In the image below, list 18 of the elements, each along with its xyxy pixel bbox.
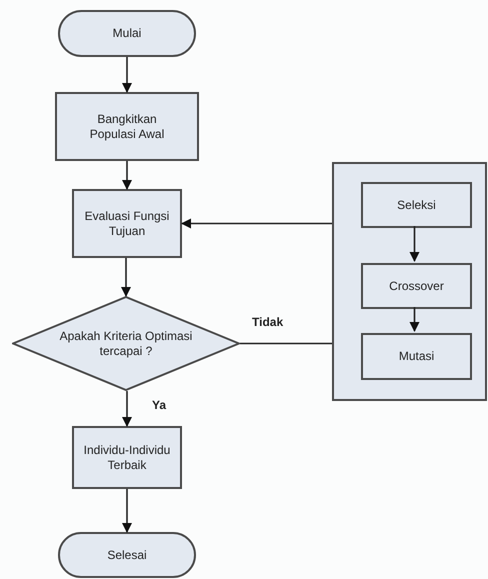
arrow bbox=[122, 161, 132, 190]
arrow bbox=[410, 307, 420, 332]
process-box: Mutasi bbox=[361, 333, 472, 380]
process-box: Bangkitkan Populasi Awal bbox=[55, 92, 199, 161]
terminal-shape: Mulai bbox=[58, 10, 196, 57]
group-box bbox=[332, 162, 487, 401]
terminal-shape: Selesai bbox=[58, 532, 196, 578]
process-box: Crossover bbox=[361, 263, 472, 309]
arrow bbox=[122, 489, 132, 533]
arrow bbox=[410, 226, 420, 262]
process-box: Evaluasi Fungsi Tujuan bbox=[72, 189, 182, 258]
arrow bbox=[181, 218, 332, 228]
arrow bbox=[122, 391, 132, 427]
process-box: Seleksi bbox=[361, 182, 472, 228]
arrow bbox=[121, 258, 131, 297]
process-box: Individu-Individu Terbaik bbox=[72, 426, 182, 489]
decision-diamond: Apakah Kriteria Optimasi tercapai ? bbox=[12, 296, 240, 391]
arrow bbox=[122, 57, 132, 93]
